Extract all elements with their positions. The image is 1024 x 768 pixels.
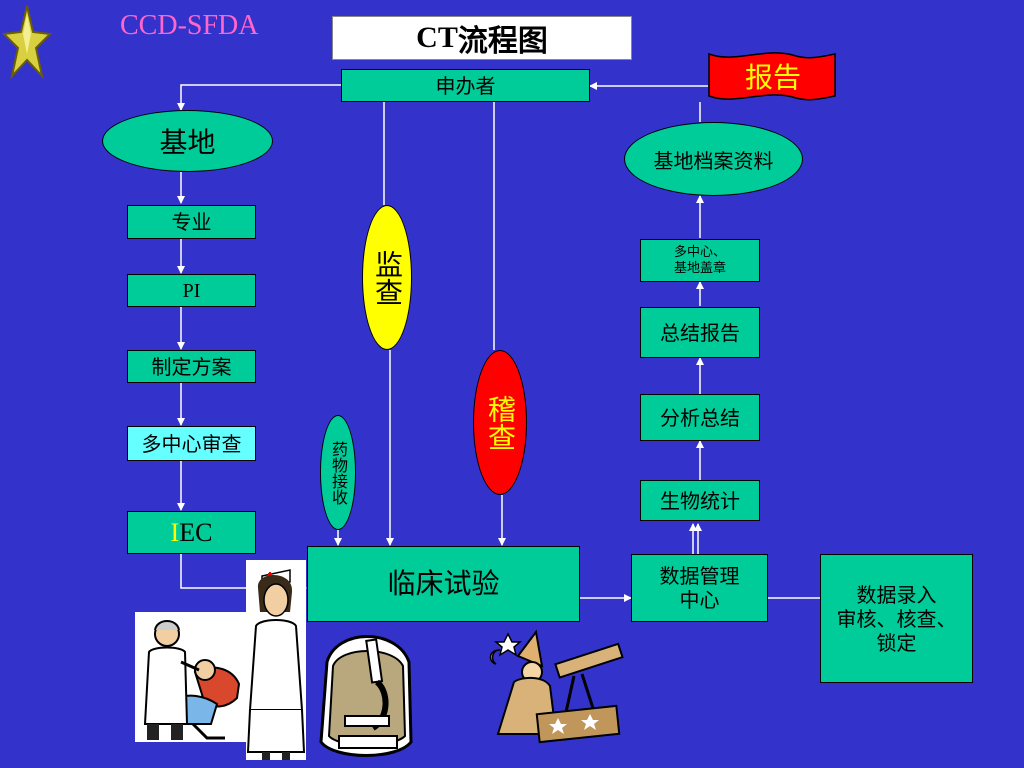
multicenter-review-node: 多中心审查 <box>127 426 256 461</box>
analysis-summary-node: 分析总结 <box>640 394 760 441</box>
pi-node: PI <box>127 274 256 307</box>
data-entry-node: 数据录入 审核、核查、 锁定 <box>820 554 973 683</box>
specialty-node: 专业 <box>127 205 256 239</box>
clinical-trial-node: 临床试验 <box>307 546 580 622</box>
monitor-node: 监查 <box>362 205 412 350</box>
sponsor-node: 申办者 <box>341 69 590 102</box>
data-entry-line3: 锁定 <box>876 630 917 655</box>
audit-node: 稽查 <box>473 350 527 495</box>
org-label: CCD-SFDA <box>120 10 259 41</box>
biostatistics-node: 生物统计 <box>640 480 760 521</box>
site-node: 基地 <box>102 110 273 172</box>
microscope-clipart <box>319 635 413 757</box>
site-archive-node: 基地档案资料 <box>624 122 803 196</box>
doctor-patient-clipart <box>135 612 247 742</box>
astronomer-telescope-clipart <box>489 629 624 744</box>
data-entry-line1: 数据录入 <box>856 582 937 607</box>
star-icon <box>2 5 52 80</box>
iec-rest: EC <box>179 517 213 547</box>
data-mgmt-node: 数据管理 中心 <box>631 554 768 622</box>
title-suffix: 流程图 <box>457 25 548 58</box>
report-flag-icon <box>708 52 836 101</box>
report-flag-label: 报告 <box>744 61 801 94</box>
summary-report-node: 总结报告 <box>640 307 760 358</box>
data-mgmt-line1: 数据管理 <box>659 564 740 588</box>
data-mgmt-line2: 中心 <box>679 588 720 612</box>
drug-receipt-node: 药物接收 <box>320 415 356 530</box>
data-entry-line2: 审核、核查、 <box>836 606 957 631</box>
multicenter-seal-line1: 多中心、 <box>673 244 726 260</box>
make-protocol-node: 制定方案 <box>127 350 256 383</box>
iec-i: I <box>170 517 180 547</box>
multicenter-seal-node: 多中心、 基地盖章 <box>640 239 760 282</box>
multicenter-seal-line2: 基地盖章 <box>673 260 726 276</box>
title-prefix: CT <box>416 21 458 54</box>
nurse-clipart <box>246 560 306 760</box>
